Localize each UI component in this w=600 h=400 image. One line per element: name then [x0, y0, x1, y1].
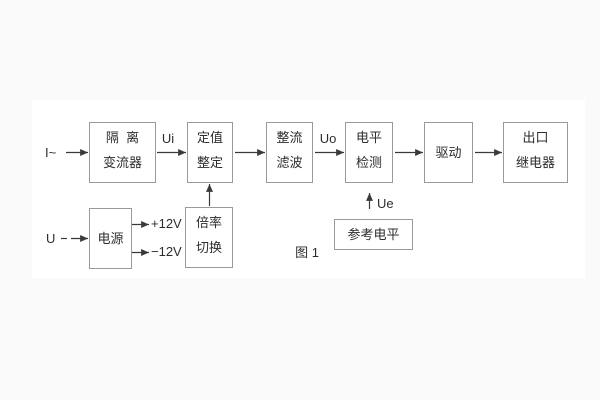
block-setting-adjust: 定值 整定 — [187, 122, 233, 183]
block-label: 参考电平 — [347, 226, 400, 242]
rail-plus12-label: +12V — [151, 216, 182, 231]
block-label: 电平 — [355, 130, 382, 145]
block-label: 定值 — [196, 130, 223, 145]
block-label: 滤波 — [276, 155, 303, 170]
block-power-supply: 电源 — [89, 208, 132, 269]
block-reference-level: 参考电平 — [334, 219, 413, 250]
block-label: 倍率 — [195, 215, 222, 230]
block-isolation-transformer: 隔 离 变流器 — [89, 122, 156, 183]
block-label: 出口 — [522, 130, 549, 145]
block-label: 切换 — [195, 240, 222, 255]
block-label: 整定 — [196, 155, 223, 170]
block-rectify-filter: 整流 滤波 — [266, 122, 313, 183]
block-label: 整流 — [276, 130, 303, 145]
block-label: 隔 离 — [105, 130, 140, 145]
input-voltage-label: U — [46, 231, 56, 246]
rail-minus12-label: −12V — [151, 244, 182, 259]
signal-ui-label: Ui — [161, 131, 175, 146]
block-label: 变流器 — [102, 155, 142, 170]
signal-uo-label: Uo — [319, 131, 337, 146]
block-label: 驱动 — [435, 144, 462, 160]
block-label: 继电器 — [515, 155, 555, 170]
figure-caption: 图 1 — [295, 245, 319, 260]
block-label: 电源 — [97, 230, 124, 246]
block-drive: 驱动 — [424, 122, 473, 183]
block-label: 检测 — [355, 155, 382, 170]
input-current-label: I~ — [45, 145, 57, 160]
block-level-detect: 电平 检测 — [345, 122, 393, 183]
block-output-relay: 出口 继电器 — [503, 122, 568, 183]
signal-ue-label: Ue — [377, 196, 394, 211]
block-ratio-switch: 倍率 切换 — [185, 207, 233, 268]
